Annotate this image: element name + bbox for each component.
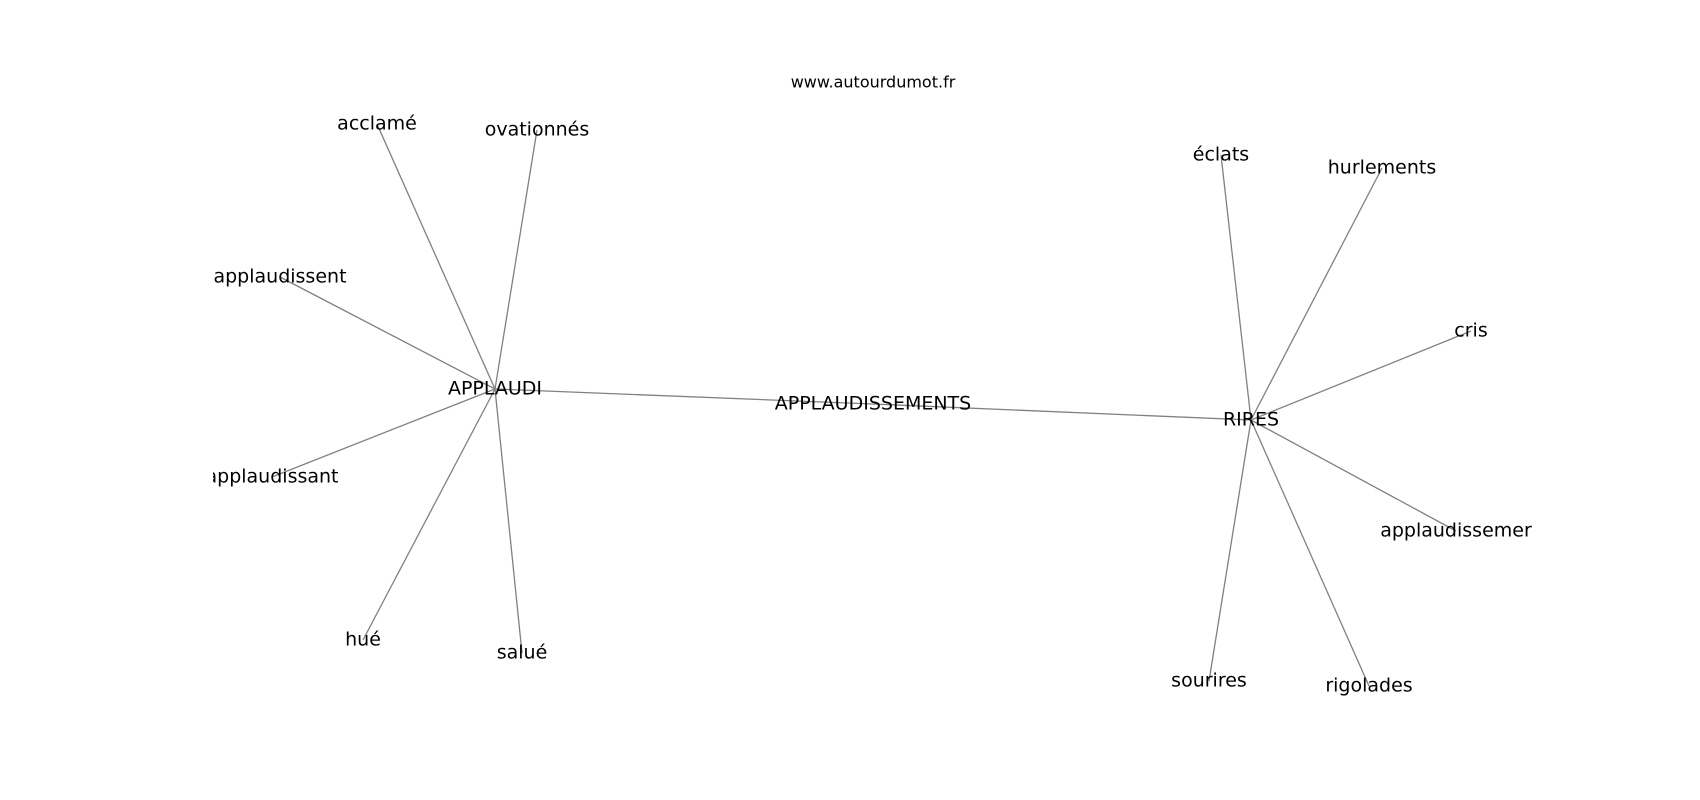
node-label-applaudissent: applaudissent (213, 266, 346, 288)
node-label-applaudi: APPLAUDI (448, 378, 542, 400)
edge-applaudi-hue (362, 388, 496, 641)
node-label-acclame: acclamé (337, 113, 417, 135)
edge-applaudi-applaudissent (279, 276, 496, 390)
edge-applaudi-ovationnes (494, 129, 538, 390)
edge-rires-sourires (1208, 419, 1252, 682)
edge-applaudi-salue (494, 388, 523, 654)
graph-edges (271, 123, 1472, 687)
node-label-hurlements: hurlements (1328, 157, 1436, 179)
node-label-hue: hué (345, 629, 381, 651)
edge-center-rires (872, 403, 1252, 421)
node-label-salue: salué (497, 642, 548, 664)
node-label-eclats: éclats (1193, 144, 1249, 166)
graph-plot-area: APPLAUDISSEMENTS APPLAUDI RIRES acclamé ovat… (206, 113, 1532, 697)
graph-node-labels: APPLAUDISSEMENTS APPLAUDI RIRES acclamé ovat… (206, 113, 1532, 697)
edge-rires-eclats (1220, 154, 1252, 421)
edge-rires-applaudissemer (1250, 419, 1457, 532)
edge-applaudi-applaudissant (271, 388, 496, 478)
node-label-center: APPLAUDISSEMENTS (775, 393, 971, 415)
node-label-applaudissant: applaudissant (206, 466, 339, 488)
node-label-rigolades: rigolades (1325, 675, 1412, 697)
edge-rires-rigolades (1250, 419, 1370, 687)
node-label-rires: RIRES (1223, 409, 1279, 431)
edge-center-applaudi (494, 388, 874, 405)
edge-applaudi-acclame (376, 123, 496, 390)
node-label-applaudissemer: applaudissemer (1380, 520, 1532, 542)
node-label-cris: cris (1454, 320, 1487, 342)
edge-rires-cris (1250, 330, 1472, 421)
node-label-sourires: sourires (1171, 670, 1247, 692)
source-url: www.autourdumot.fr (791, 73, 956, 92)
edge-rires-hurlements (1250, 167, 1383, 421)
node-label-ovationnes: ovationnés (485, 119, 590, 141)
